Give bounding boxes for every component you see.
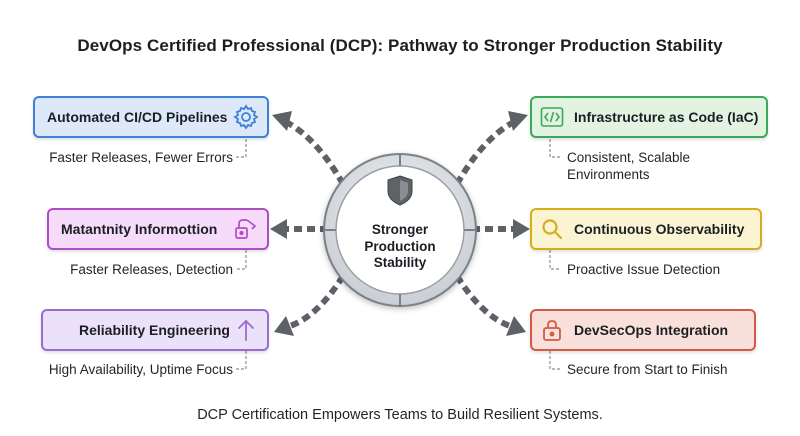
card-label: Infrastructure as Code (IaC) — [574, 109, 759, 125]
caption-line: Proactive Issue Detection — [567, 262, 721, 277]
caption-line: Environments — [567, 167, 650, 182]
caption-line-maintenance — [236, 250, 247, 270]
card-maintenance-information: Matantnity Informottion — [47, 208, 269, 250]
card-reliability-engineering: Reliability Engineering — [41, 309, 269, 351]
arrow-up-icon — [233, 317, 259, 343]
caption-line: Faster Releases, Fewer Errors — [49, 150, 233, 165]
center-line-2: Production — [364, 238, 436, 254]
caption-line: Faster Releases, Detection — [70, 262, 233, 277]
magnifier-icon — [540, 217, 564, 241]
arrowhead-devsecops — [506, 316, 526, 336]
arrow-to-devsecops — [454, 274, 512, 329]
card-devsecops-integration: DevSecOps Integration — [530, 309, 756, 351]
card-label: Matantnity Informottion — [61, 221, 218, 237]
center-label: Stronger Production Stability — [340, 222, 460, 272]
arrowhead-reliability — [274, 316, 294, 336]
caption-line-ci-cd — [236, 139, 247, 158]
lock-icon — [540, 318, 564, 342]
center-line-3: Stability — [373, 255, 427, 270]
caption-line-reliability — [236, 351, 247, 370]
arrowhead-ci-cd — [272, 111, 292, 131]
shield-icon — [387, 175, 413, 206]
card-infrastructure-as-code: Infrastructure as Code (IaC) — [530, 96, 768, 138]
center-line-1: Stronger — [371, 222, 429, 237]
caption-devsecops-integration: Secure from Start to Finish — [567, 361, 728, 378]
caption-line-devsecops — [549, 351, 560, 370]
arrow-to-reliability — [288, 274, 346, 329]
lock-broken-icon — [233, 216, 259, 242]
diagram-title: DevOps Certified Professional (DCP): Pat… — [77, 36, 723, 55]
caption-infrastructure-as-code: Consistent, Scalable Environments — [567, 149, 690, 183]
caption-continuous-observability: Proactive Issue Detection — [567, 261, 720, 278]
arrowhead-maintenance — [270, 219, 287, 239]
caption-line: Consistent, Scalable — [567, 150, 691, 165]
code-icon — [540, 106, 564, 128]
caption-line-observability — [549, 250, 560, 270]
arrowhead-iac — [508, 111, 528, 131]
diagram-footer: DCP Certification Empowers Teams to Buil… — [197, 407, 603, 423]
caption-reliability-engineering: High Availability, Uptime Focus — [10, 361, 233, 378]
arrow-heads — [270, 111, 530, 336]
center-hub — [323, 153, 477, 307]
card-label: Automated CI/CD Pipelines — [47, 109, 228, 125]
gear-icon — [233, 104, 259, 130]
arrowhead-observability — [513, 219, 530, 239]
caption-line: High Availability, Uptime Focus — [48, 362, 233, 377]
card-automated-ci-cd: Automated CI/CD Pipelines — [33, 96, 269, 138]
caption-line: Secure from Start to Finish — [567, 362, 728, 377]
caption-maintenance-information: Faster Releases, Detection — [20, 261, 233, 278]
card-continuous-observability: Continuous Observability — [530, 208, 762, 250]
arrow-to-iac — [454, 120, 514, 186]
card-label: Continuous Observability — [574, 221, 745, 237]
arrow-to-ci-cd — [286, 120, 346, 186]
connector-arrows — [284, 120, 516, 329]
caption-line-iac — [549, 139, 560, 158]
caption-connectors — [236, 139, 560, 370]
card-label: DevSecOps Integration — [574, 322, 729, 338]
card-label: Reliability Engineering — [79, 322, 230, 338]
caption-automated-ci-cd: Faster Releases, Fewer Errors — [20, 149, 233, 166]
